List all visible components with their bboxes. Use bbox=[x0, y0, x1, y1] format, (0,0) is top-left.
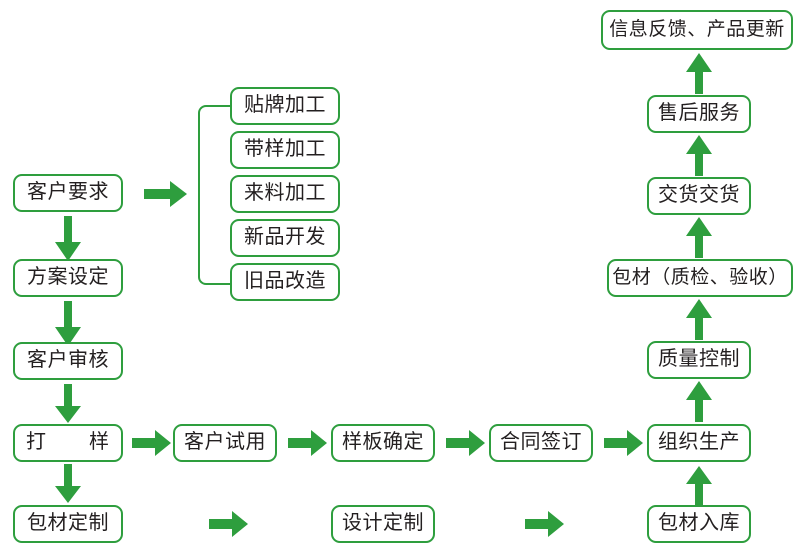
node-material-processing[interactable]: 来料加工 bbox=[230, 175, 340, 213]
node-old-product-remake[interactable]: 旧品改造 bbox=[230, 263, 340, 301]
node-sampling[interactable]: 打 样 bbox=[13, 424, 123, 462]
node-contract-signing[interactable]: 合同签订 bbox=[489, 424, 593, 462]
node-label: 组织生产 bbox=[658, 431, 740, 453]
node-feedback-update[interactable]: 信息反馈、产品更新 bbox=[601, 10, 793, 50]
node-sample-confirm[interactable]: 样板确定 bbox=[331, 424, 435, 462]
node-quality-control[interactable]: 质量控制 bbox=[647, 341, 751, 379]
arrow-down-review-to-sampling bbox=[54, 384, 82, 424]
arrow-right-requirement-to-options bbox=[144, 180, 188, 208]
node-label: 来料加工 bbox=[244, 182, 326, 204]
arrow-down-requirement-to-plan bbox=[54, 216, 82, 262]
node-label: 设计定制 bbox=[342, 512, 424, 534]
node-packaging-inspection[interactable]: 包材（质检、验收） bbox=[607, 259, 793, 297]
arrow-right-sampling-to-trial bbox=[132, 429, 172, 457]
node-label: 贴牌加工 bbox=[244, 94, 326, 116]
node-label: 包材入库 bbox=[658, 512, 740, 534]
node-customer-trial[interactable]: 客户试用 bbox=[173, 424, 277, 462]
arrow-down-plan-to-review bbox=[54, 301, 82, 347]
node-organize-production[interactable]: 组织生产 bbox=[647, 424, 751, 462]
node-plan-setting[interactable]: 方案设定 bbox=[13, 259, 123, 297]
node-label: 旧品改造 bbox=[244, 270, 326, 292]
node-label: 质量控制 bbox=[658, 348, 740, 370]
node-label: 打 样 bbox=[26, 431, 110, 453]
arrow-right-trial-to-sample-confirm bbox=[288, 429, 328, 457]
node-label: 样板确定 bbox=[342, 431, 424, 453]
node-label: 信息反馈、产品更新 bbox=[609, 18, 785, 40]
node-sample-processing[interactable]: 带样加工 bbox=[230, 131, 340, 169]
arrow-down-sampling-to-packaging-custom bbox=[54, 464, 82, 504]
arrow-up-delivery-to-after-sales bbox=[685, 135, 713, 177]
node-label: 售后服务 bbox=[658, 102, 740, 124]
node-label: 方案设定 bbox=[27, 266, 109, 288]
node-label: 带样加工 bbox=[244, 138, 326, 160]
arrow-right-contract-to-production bbox=[604, 429, 644, 457]
arrow-right-packaging-custom-to-design bbox=[209, 510, 249, 538]
bracket-top-segment bbox=[198, 105, 232, 201]
node-packaging-custom[interactable]: 包材定制 bbox=[13, 505, 123, 543]
node-customer-review[interactable]: 客户审核 bbox=[13, 342, 123, 380]
arrow-up-production-to-quality bbox=[685, 381, 713, 423]
node-label: 客户要求 bbox=[27, 181, 109, 203]
node-label: 新品开发 bbox=[244, 226, 326, 248]
node-label: 包材定制 bbox=[27, 512, 109, 534]
node-customer-requirement[interactable]: 客户要求 bbox=[13, 174, 123, 212]
arrow-right-sample-confirm-to-contract bbox=[446, 429, 486, 457]
node-oem-processing[interactable]: 贴牌加工 bbox=[230, 87, 340, 125]
arrow-up-quality-to-packaging-inspection bbox=[685, 299, 713, 341]
node-label: 包材（质检、验收） bbox=[612, 266, 788, 288]
arrow-right-design-to-packaging-storage bbox=[525, 510, 565, 538]
arrow-up-storage-to-production bbox=[685, 466, 713, 506]
node-label: 交货交货 bbox=[658, 184, 740, 206]
node-label: 合同签订 bbox=[500, 431, 582, 453]
arrow-up-inspection-to-delivery bbox=[685, 217, 713, 259]
bracket-bottom-segment bbox=[198, 199, 232, 285]
node-label: 客户试用 bbox=[184, 431, 266, 453]
node-after-sales[interactable]: 售后服务 bbox=[647, 95, 751, 133]
node-design-custom[interactable]: 设计定制 bbox=[331, 505, 435, 543]
node-new-product-dev[interactable]: 新品开发 bbox=[230, 219, 340, 257]
arrow-up-after-sales-to-feedback bbox=[685, 53, 713, 95]
node-packaging-storage[interactable]: 包材入库 bbox=[647, 505, 751, 543]
node-delivery[interactable]: 交货交货 bbox=[647, 177, 751, 215]
node-label: 客户审核 bbox=[27, 349, 109, 371]
